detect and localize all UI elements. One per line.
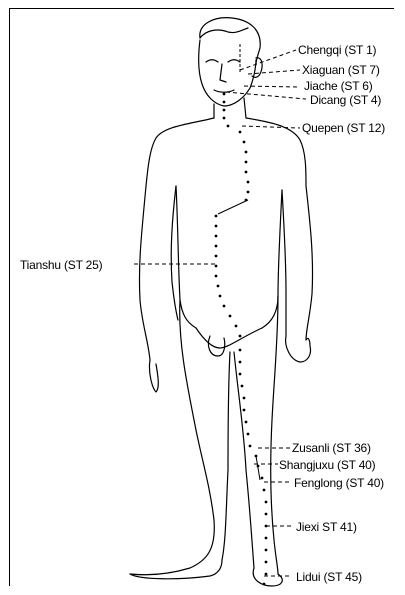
left-leg-inner <box>222 352 230 560</box>
right-leg-inner <box>234 352 254 568</box>
label-st7: Xiaguan (ST 7) <box>302 63 380 77</box>
ear <box>252 58 262 78</box>
label-st40b: Fenglong (ST 40) <box>294 476 384 490</box>
leader-st1 <box>240 50 296 70</box>
meridian-jog <box>218 200 248 214</box>
left-shoulder <box>146 118 214 186</box>
label-st45: Lidui (ST 45) <box>296 570 362 584</box>
label-st25: Tianshu (ST 25) <box>20 258 102 272</box>
left-leg-outer <box>130 300 214 575</box>
right-shoulder <box>246 118 306 186</box>
left-arm-outer <box>139 186 150 360</box>
groin-line <box>196 328 262 348</box>
mouth <box>214 90 234 92</box>
hair-line <box>200 28 248 38</box>
right-arm-inner <box>282 190 286 336</box>
left-eye <box>206 60 218 62</box>
label-st41: Jiexi ST 41) <box>296 520 357 534</box>
leader-st12 <box>242 126 300 128</box>
label-st4: Dicang (ST 4) <box>310 93 381 107</box>
neck-right <box>244 98 246 118</box>
hair-outline <box>200 18 260 64</box>
meridian-shin <box>256 456 260 480</box>
right-hand <box>286 336 311 362</box>
genitals <box>208 336 224 356</box>
label-st36: Zusanli (ST 36) <box>292 441 371 455</box>
left-foot <box>130 560 222 579</box>
label-st1: Chengqi (ST 1) <box>298 43 376 57</box>
torso-left <box>176 186 196 328</box>
leader-st6 <box>244 86 300 87</box>
leader-st4 <box>226 92 306 99</box>
nose <box>220 64 226 82</box>
right-leg-outer <box>271 296 278 574</box>
leader-st7 <box>248 70 300 74</box>
face-outline <box>199 40 256 106</box>
leader-lines <box>134 50 306 576</box>
label-st40: Shangjuxu (ST 40) <box>279 458 375 472</box>
torso-right <box>262 190 282 328</box>
right-eye <box>228 60 240 62</box>
right-arm-outer <box>306 186 313 340</box>
left-hand <box>149 360 158 392</box>
label-st12: Quepen (ST 12) <box>302 121 385 135</box>
label-st6: Jiache (ST 6) <box>304 79 373 93</box>
